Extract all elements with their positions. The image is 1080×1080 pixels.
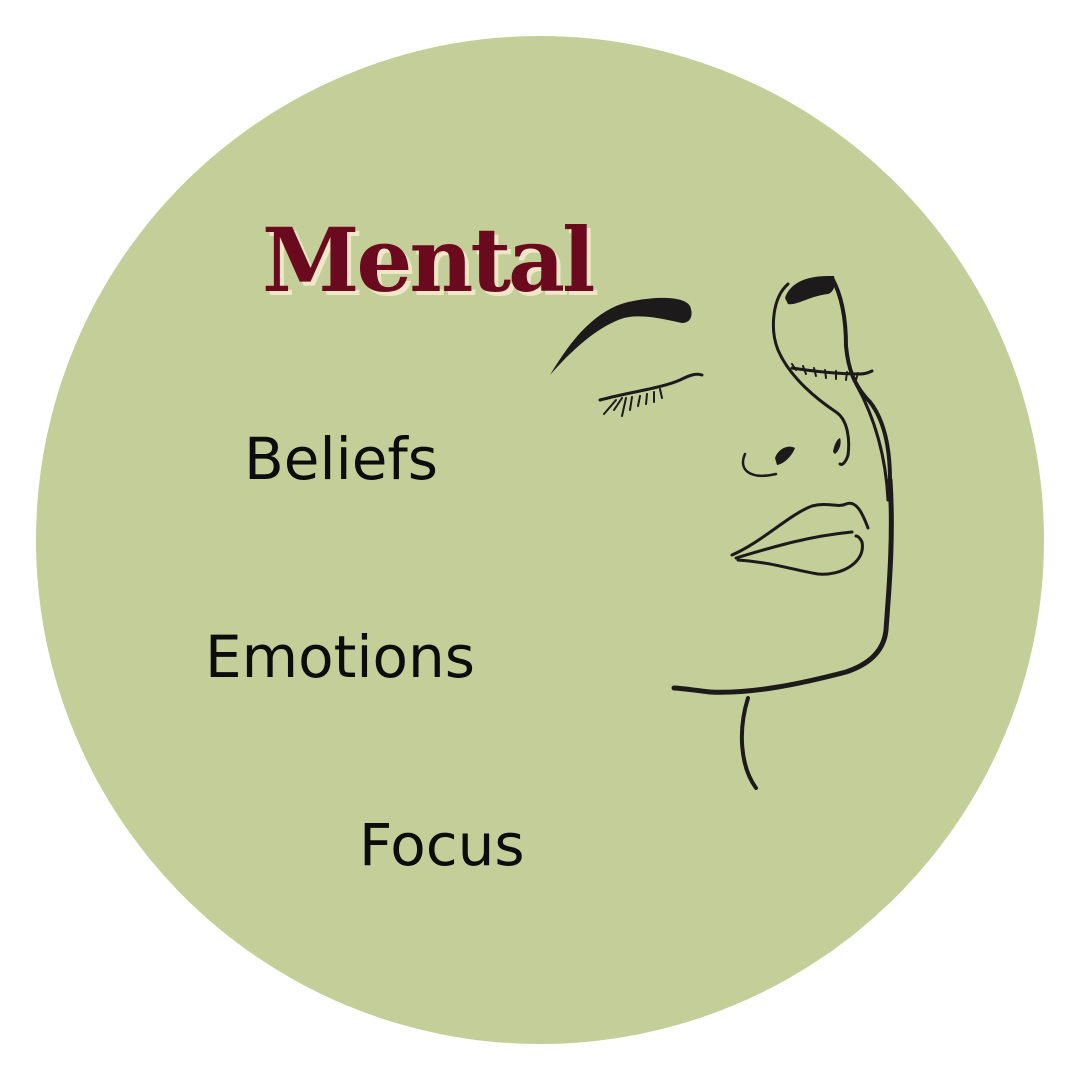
background-circle: [36, 36, 1044, 1044]
diagram-title: Mental: [262, 208, 595, 312]
item-beliefs: Beliefs: [244, 425, 439, 493]
item-focus: Focus: [359, 811, 525, 879]
item-emotions: Emotions: [205, 623, 475, 691]
